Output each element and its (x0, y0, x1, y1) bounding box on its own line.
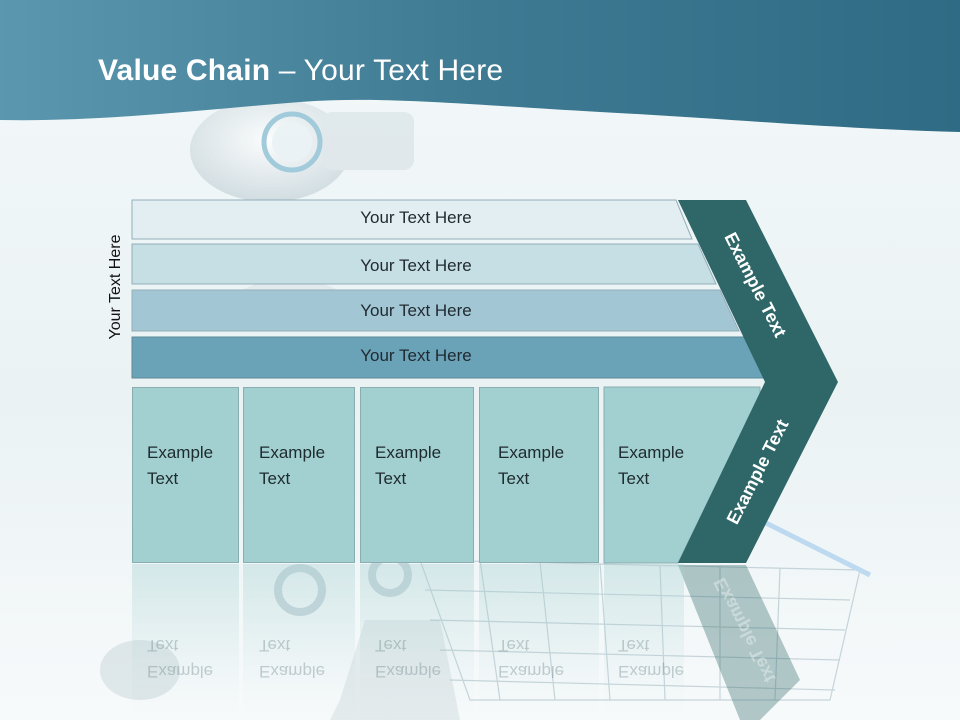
title-bold: Value Chain (98, 54, 271, 87)
primary-column-5-line2: Text (618, 469, 650, 488)
primary-column-3-line2: Text (375, 469, 407, 488)
slide-title: Value Chain – Your Text Here (98, 54, 503, 88)
column-reflection (243, 564, 355, 720)
margin-chevron-reflection (678, 565, 800, 720)
primary-column-1-text: Example Text (147, 440, 257, 492)
column-reflection (132, 564, 239, 720)
primary-column-2-text: Example Text (259, 440, 369, 492)
primary-column-5-line1: Example (618, 443, 685, 462)
title-rest: – Your Text Here (270, 54, 504, 87)
support-bar-2-label: Your Text Here (360, 256, 472, 275)
primary-column-3-text: Example Text (375, 440, 485, 492)
primary-column-4-line1: Example (498, 443, 565, 462)
primary-column-2-line1: Example (259, 443, 326, 462)
column-reflection (604, 564, 684, 720)
primary-column-2-line2: Text (259, 469, 291, 488)
support-bar-3 (131, 289, 740, 332)
robot-illustration (100, 98, 460, 720)
support-bar-1 (131, 199, 693, 240)
column-reflection (479, 564, 599, 720)
primary-column-5-text: Example Text (618, 440, 728, 492)
primary-column-1 (132, 387, 239, 563)
primary-column-1-line2: Text (147, 469, 179, 488)
primary-column-2 (243, 387, 355, 563)
support-bar-1-label: Your Text Here (360, 208, 472, 227)
column-reflection (360, 564, 474, 720)
primary-column-3-line1: Example (375, 443, 442, 462)
header-wave (0, 0, 960, 132)
primary-column-3 (360, 387, 474, 563)
primary-column-4 (479, 387, 599, 563)
support-bar-4-label: Your Text Here (360, 346, 472, 365)
side-label: Your Text Here (107, 234, 124, 340)
primary-column-1-line1: Example (147, 443, 214, 462)
shopping-basket-illustration (419, 517, 872, 701)
support-bar-2 (131, 243, 717, 285)
support-bar-3-label: Your Text Here (360, 301, 472, 320)
primary-column-4-text: Example Text (498, 440, 608, 492)
margin-chevron (678, 200, 838, 563)
primary-column-4-line2: Text (498, 469, 530, 488)
